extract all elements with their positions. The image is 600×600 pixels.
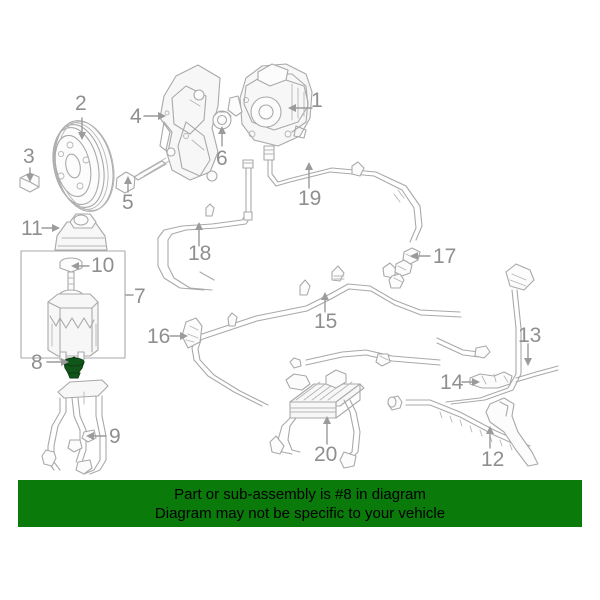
callout-label-13: 13 [518,324,542,347]
callout-label-9: 9 [109,425,121,448]
callout-label-10: 10 [91,254,115,277]
part-return-hose-assembly [41,379,109,475]
callout-label-1: 1 [311,89,323,112]
banner-line-part-number: Part or sub-assembly is #8 in diagram [174,485,426,503]
part-reservoir-bottle [47,293,99,361]
callout-label-6: 6 [216,147,228,170]
part-reservoir-cap-seal-highlighted [63,356,85,379]
callout-label-12: 12 [481,448,505,471]
callout-label-2: 2 [75,92,87,115]
part-power-steering-cooler [269,369,365,469]
callout-label-7: 7 [134,285,146,308]
callout-label-16: 16 [147,325,171,348]
callout-label-18: 18 [188,242,212,265]
callout-label-14: 14 [440,371,464,394]
callout-label-19: 19 [298,187,322,210]
callout-label-5: 5 [122,191,134,214]
callout-leaders [26,104,532,449]
part-bracket-bolt [115,157,170,194]
callout-label-20: 20 [314,443,338,466]
part-pressure-line [289,263,535,405]
part-suction-hose [157,159,254,291]
part-cooler-line-lower [387,395,539,467]
part-info-banner: Part or sub-assembly is #8 in diagram Di… [18,480,582,527]
part-pump-nut [212,110,232,130]
part-pulley [52,120,115,212]
callout-label-3: 3 [23,145,35,168]
callout-label-11: 11 [21,217,43,240]
part-return-line-assembly [191,262,491,407]
part-pressure-hose [263,145,423,243]
part-mounting-bracket [159,64,221,182]
part-reservoir-bracket-mount [54,213,108,251]
part-line-clamp-bracket [469,365,559,389]
callout-label-4: 4 [130,105,142,128]
callout-label-15: 15 [314,310,338,333]
part-line-retainer-clip [181,317,203,349]
callout-label-8: 8 [31,351,43,374]
callout-label-17: 17 [433,245,457,268]
banner-line-disclaimer: Diagram may not be specific to your vehi… [154,504,446,522]
part-power-steering-pump [227,63,313,147]
